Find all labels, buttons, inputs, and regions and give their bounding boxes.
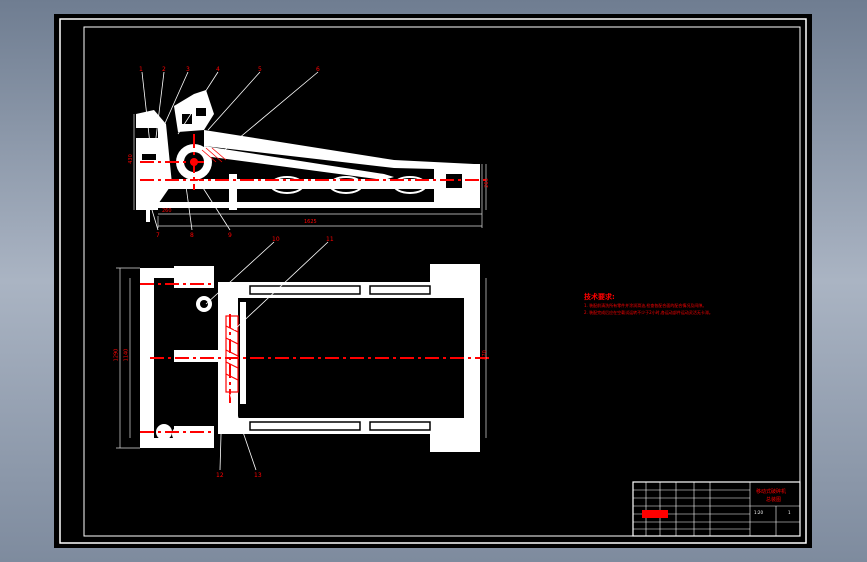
drawing-sheet: 1 2 3 4 5 6 7 8 9 10 11 12 13 1625 430 2… — [54, 14, 812, 548]
elevation-leaders — [141, 71, 319, 231]
cad-drawing — [59, 18, 807, 544]
plan-dimensions — [116, 267, 487, 449]
section-hatch — [201, 147, 227, 163]
wheel-1 — [270, 176, 304, 194]
elevation-dimensions — [133, 114, 487, 228]
base-beam-top — [150, 179, 480, 189]
plan-openings — [249, 285, 431, 431]
plan-centerlines — [140, 283, 490, 433]
wheel-2 — [329, 176, 363, 194]
plan-rear-frame — [464, 278, 480, 438]
plan-rear-top — [430, 264, 480, 282]
outer-frame — [59, 18, 807, 544]
conveyor-boom-upper — [204, 130, 474, 170]
plan-rail-top — [218, 282, 478, 298]
base-beam-bottom — [150, 202, 480, 208]
inner-frame — [83, 26, 801, 537]
plan-rail-bottom — [218, 418, 478, 434]
wheel-3 — [393, 176, 427, 194]
plan-jaw-top — [174, 266, 214, 288]
title-block — [632, 481, 801, 537]
plan-front-frame — [140, 268, 154, 448]
conveyor-boom-lower — [204, 146, 394, 180]
plan-leaders — [205, 241, 329, 471]
chain-detail — [225, 315, 239, 393]
plan-rear-bottom — [430, 434, 480, 452]
feed-hopper — [174, 90, 214, 132]
elevation-view — [136, 90, 480, 222]
